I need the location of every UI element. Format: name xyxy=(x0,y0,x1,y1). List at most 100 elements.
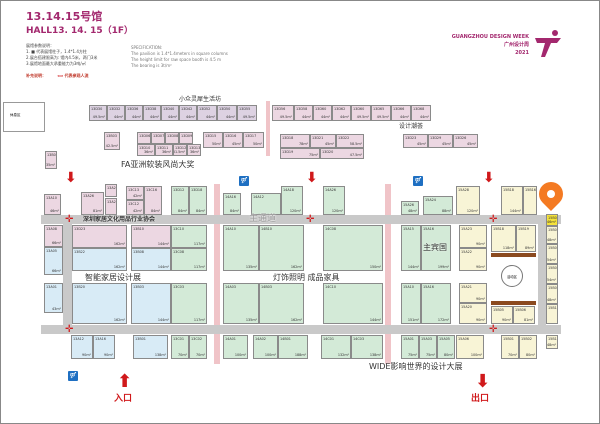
booth-13d08[interactable]: 13D08 xyxy=(165,132,179,144)
booth-13d06[interactable]: 13D06 xyxy=(137,132,151,144)
booth-14a12[interactable]: 14A12 xyxy=(251,193,281,215)
booth-13d07[interactable]: 13D07 xyxy=(151,132,165,144)
booth-13d09[interactable]: 13D09 xyxy=(179,132,193,144)
booth-13a27[interactable]: 13A27 xyxy=(105,198,117,215)
exit-label[interactable]: 出口 xyxy=(471,394,490,404)
booth-15b16[interactable]: 15B16 xyxy=(523,186,537,215)
booth-15b10[interactable]: 15B10 xyxy=(546,304,558,324)
entry-label[interactable]: 入口 xyxy=(114,394,133,404)
